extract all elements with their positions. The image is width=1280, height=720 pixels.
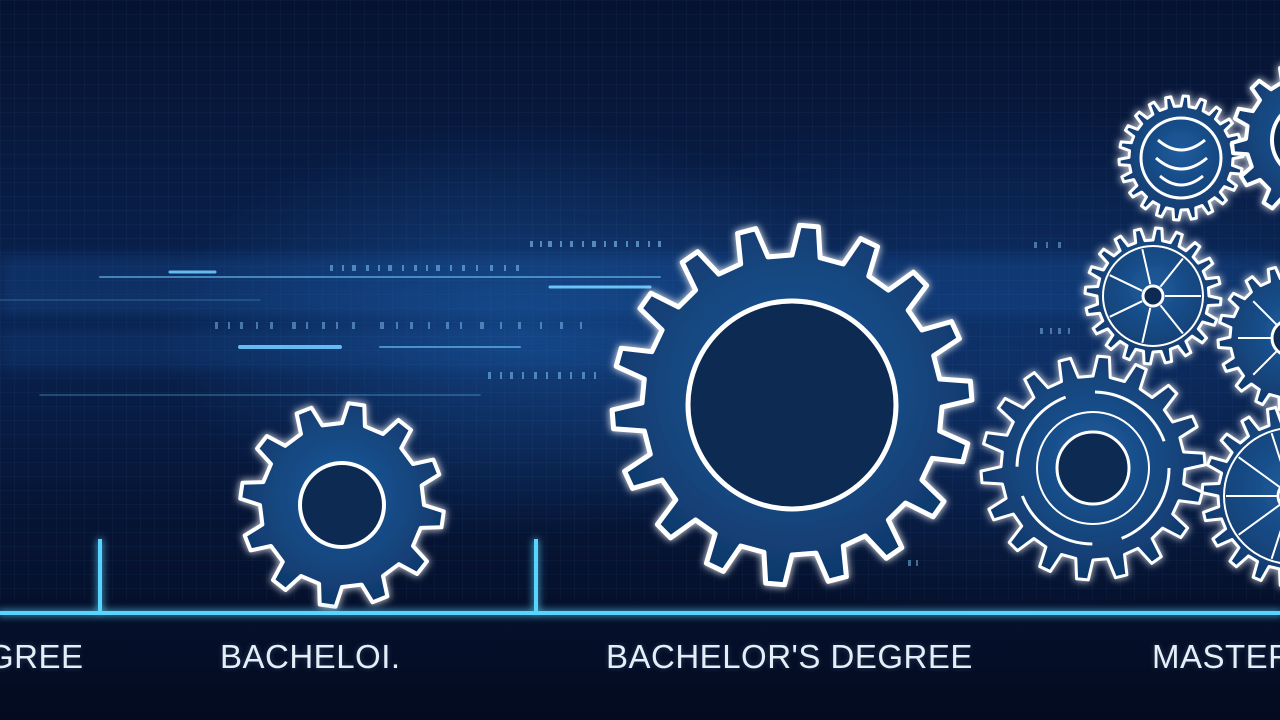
edge-gear-top-icon-hub [1270, 113, 1280, 167]
timeline-label-bachelor: BACHELOI. [220, 638, 401, 675]
edge-gear-low-icon [1200, 406, 1280, 587]
cluster-gear-mid-icon-spoke [1159, 304, 1184, 335]
large-gear-icon-hub [685, 298, 899, 512]
cluster-gear-mid-icon-spoke [1159, 257, 1184, 288]
cluster-gear-mid-icon-hub [1141, 284, 1165, 308]
cluster-gear-inner-ring [1036, 411, 1150, 525]
edge-gear-low-icon-spoke [1238, 503, 1280, 536]
cluster-gear-mid-icon-spoke [1109, 274, 1143, 292]
cluster-gear-large-icon-hub [1055, 430, 1131, 506]
small-gear-icon-hub [298, 461, 386, 549]
timeline-label-master: MASTER [1152, 638, 1280, 675]
cluster-gear-top-ring [1139, 116, 1223, 200]
timeline-label-degree: GREE [0, 638, 84, 675]
timeline-label-bachelors-degree: BACHELOR'S DEGREE [606, 638, 973, 675]
timeline-track [0, 539, 1280, 615]
cluster-gear-ring [1015, 390, 1171, 546]
edge-gear-low-icon-spoke [1238, 456, 1280, 489]
cluster-gear-mid-icon-spoke [1141, 248, 1152, 285]
cluster-gear-top-swirl [1155, 138, 1208, 187]
edge-gear-mid-icon-spoke [1252, 350, 1278, 376]
edge-gear-top-icon [1230, 65, 1280, 211]
cluster-gear-mid-ring [1102, 245, 1204, 347]
cluster-gear-mid-icon-spoke [1141, 307, 1152, 344]
cluster-gear-top-icon [1117, 94, 1245, 222]
edge-gear-low-ring [1223, 428, 1280, 564]
cluster-gear-mid-icon-spoke [1109, 300, 1143, 318]
edge-gear-mid-icon-spoke [1252, 300, 1278, 326]
